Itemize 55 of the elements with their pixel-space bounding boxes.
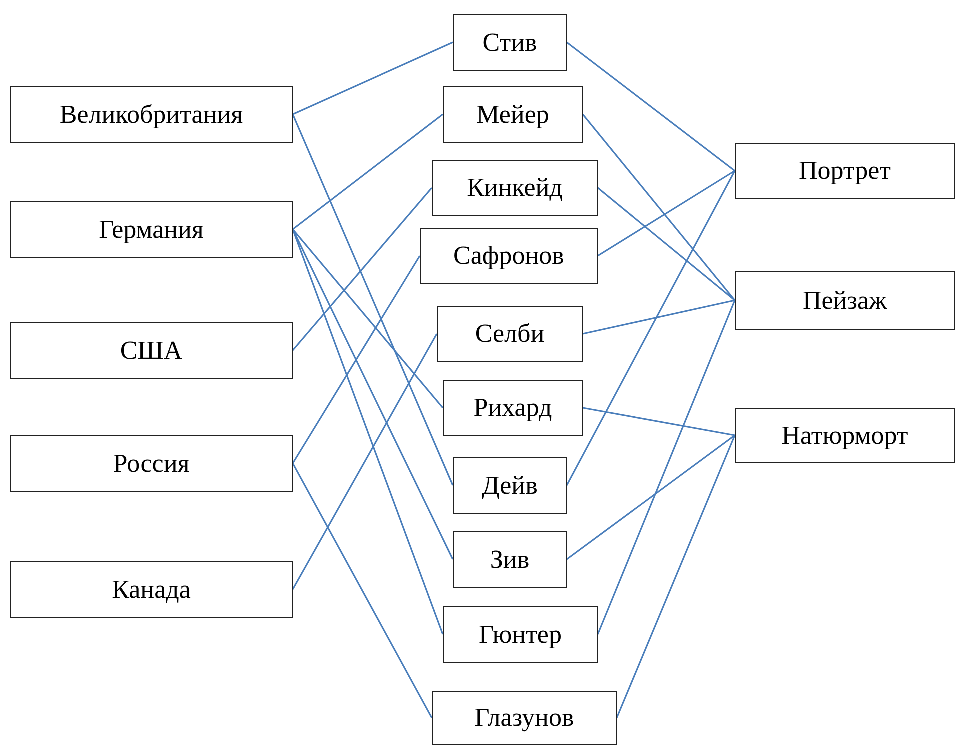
box-label: Канада <box>112 574 191 604</box>
label-box <box>443 380 583 436</box>
label-box <box>10 561 293 618</box>
box-label: Сафронов <box>454 241 564 271</box>
box-label: Селби <box>475 319 545 349</box>
box-label: Глазунов <box>474 703 574 733</box>
connector-line <box>292 114 454 486</box>
connector-line <box>292 334 438 590</box>
label-box <box>10 435 293 492</box>
connector-line <box>582 300 736 335</box>
label-box <box>10 322 293 379</box>
label-box <box>443 86 583 143</box>
connector-line <box>566 434 736 560</box>
connector-line <box>616 435 736 718</box>
box-label: Мейер <box>476 100 550 130</box>
connector-line <box>292 256 421 464</box>
connector-line <box>292 229 454 560</box>
label-box <box>437 306 583 362</box>
label-box <box>10 86 293 143</box>
label-box <box>453 14 567 71</box>
connector-line <box>598 170 736 257</box>
label-box <box>443 606 598 663</box>
box-label: Дейв <box>482 470 538 500</box>
connector-line <box>582 407 736 436</box>
box-label: Германия <box>99 214 204 244</box>
connector-line <box>597 300 736 635</box>
label-box <box>453 531 567 588</box>
connector-line <box>292 114 444 230</box>
connector-line <box>292 42 454 116</box>
label-box <box>735 143 955 199</box>
box-label: Рихард <box>474 393 552 423</box>
connector-line <box>566 170 736 486</box>
box-label: Россия <box>113 448 190 478</box>
connector-line <box>292 228 444 409</box>
box-label: Великобритания <box>60 100 244 130</box>
connector-line <box>566 42 736 172</box>
connector-line <box>292 463 433 718</box>
box-label: Гюнтер <box>479 620 562 650</box>
box-label: США <box>120 336 183 366</box>
connector-line <box>582 114 736 301</box>
label-box <box>735 271 955 330</box>
box-label: Натюрморт <box>782 420 908 450</box>
label-box <box>735 408 955 463</box>
box-label: Зив <box>490 544 530 574</box>
box-label: Кинкейд <box>467 173 563 203</box>
box-label: Портрет <box>798 156 891 186</box>
label-box <box>432 160 598 216</box>
box-label: Пейзаж <box>802 286 887 316</box>
label-box <box>10 201 293 258</box>
box-label: Стив <box>482 28 538 58</box>
connector-line <box>292 187 433 352</box>
connector-line <box>598 187 736 302</box>
label-box <box>420 228 598 284</box>
label-box <box>453 457 567 514</box>
label-box <box>432 691 617 745</box>
